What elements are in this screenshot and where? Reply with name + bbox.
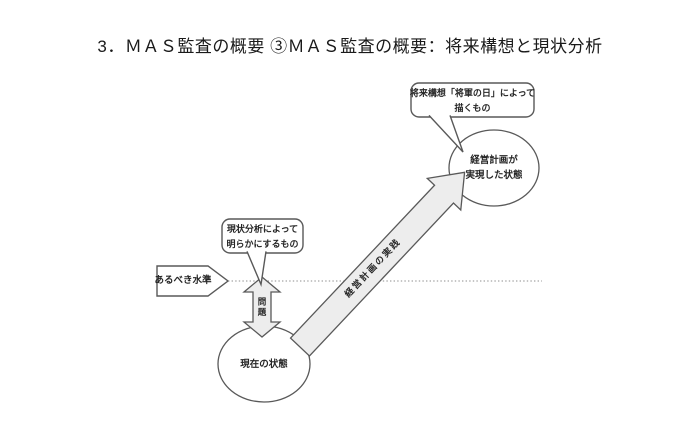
analysis-callout-line2: 明らかにするもの (226, 238, 299, 249)
future-callout-line1: 将来構想「将軍の日」によって (409, 87, 536, 98)
target-level-pentagon-icon (156, 265, 230, 297)
goal-state-label: 経営計画が 実現した状態 (449, 151, 539, 185)
gap-label: 問題 (257, 296, 267, 318)
future-callout-line2: 描くもの (454, 102, 491, 113)
goal-state-line1: 経営計画が (470, 155, 518, 166)
goal-state-ellipse (448, 129, 540, 207)
analysis-callout-label: 現状分析によって 明らかにするもの (222, 220, 303, 253)
plan-execution-arrow-icon (289, 171, 466, 357)
future-callout-label: 将来構想「将軍の日」によって 描くもの (409, 84, 536, 117)
analysis-callout-line1: 現状分析によって (226, 223, 299, 234)
future-callout-bubble (410, 82, 535, 153)
page-title: 3．ＭＡＳ監査の概要 ③ＭＡＳ監査の概要：将来構想と現状分析 (97, 37, 603, 56)
goal-state-line2: 実現した状態 (465, 170, 523, 181)
current-state-label: 現在の状態 (240, 358, 288, 370)
target-level-label: あるべき水準 (154, 275, 212, 286)
gap-double-arrow-icon (242, 276, 282, 338)
analysis-callout-bubble (221, 218, 304, 288)
